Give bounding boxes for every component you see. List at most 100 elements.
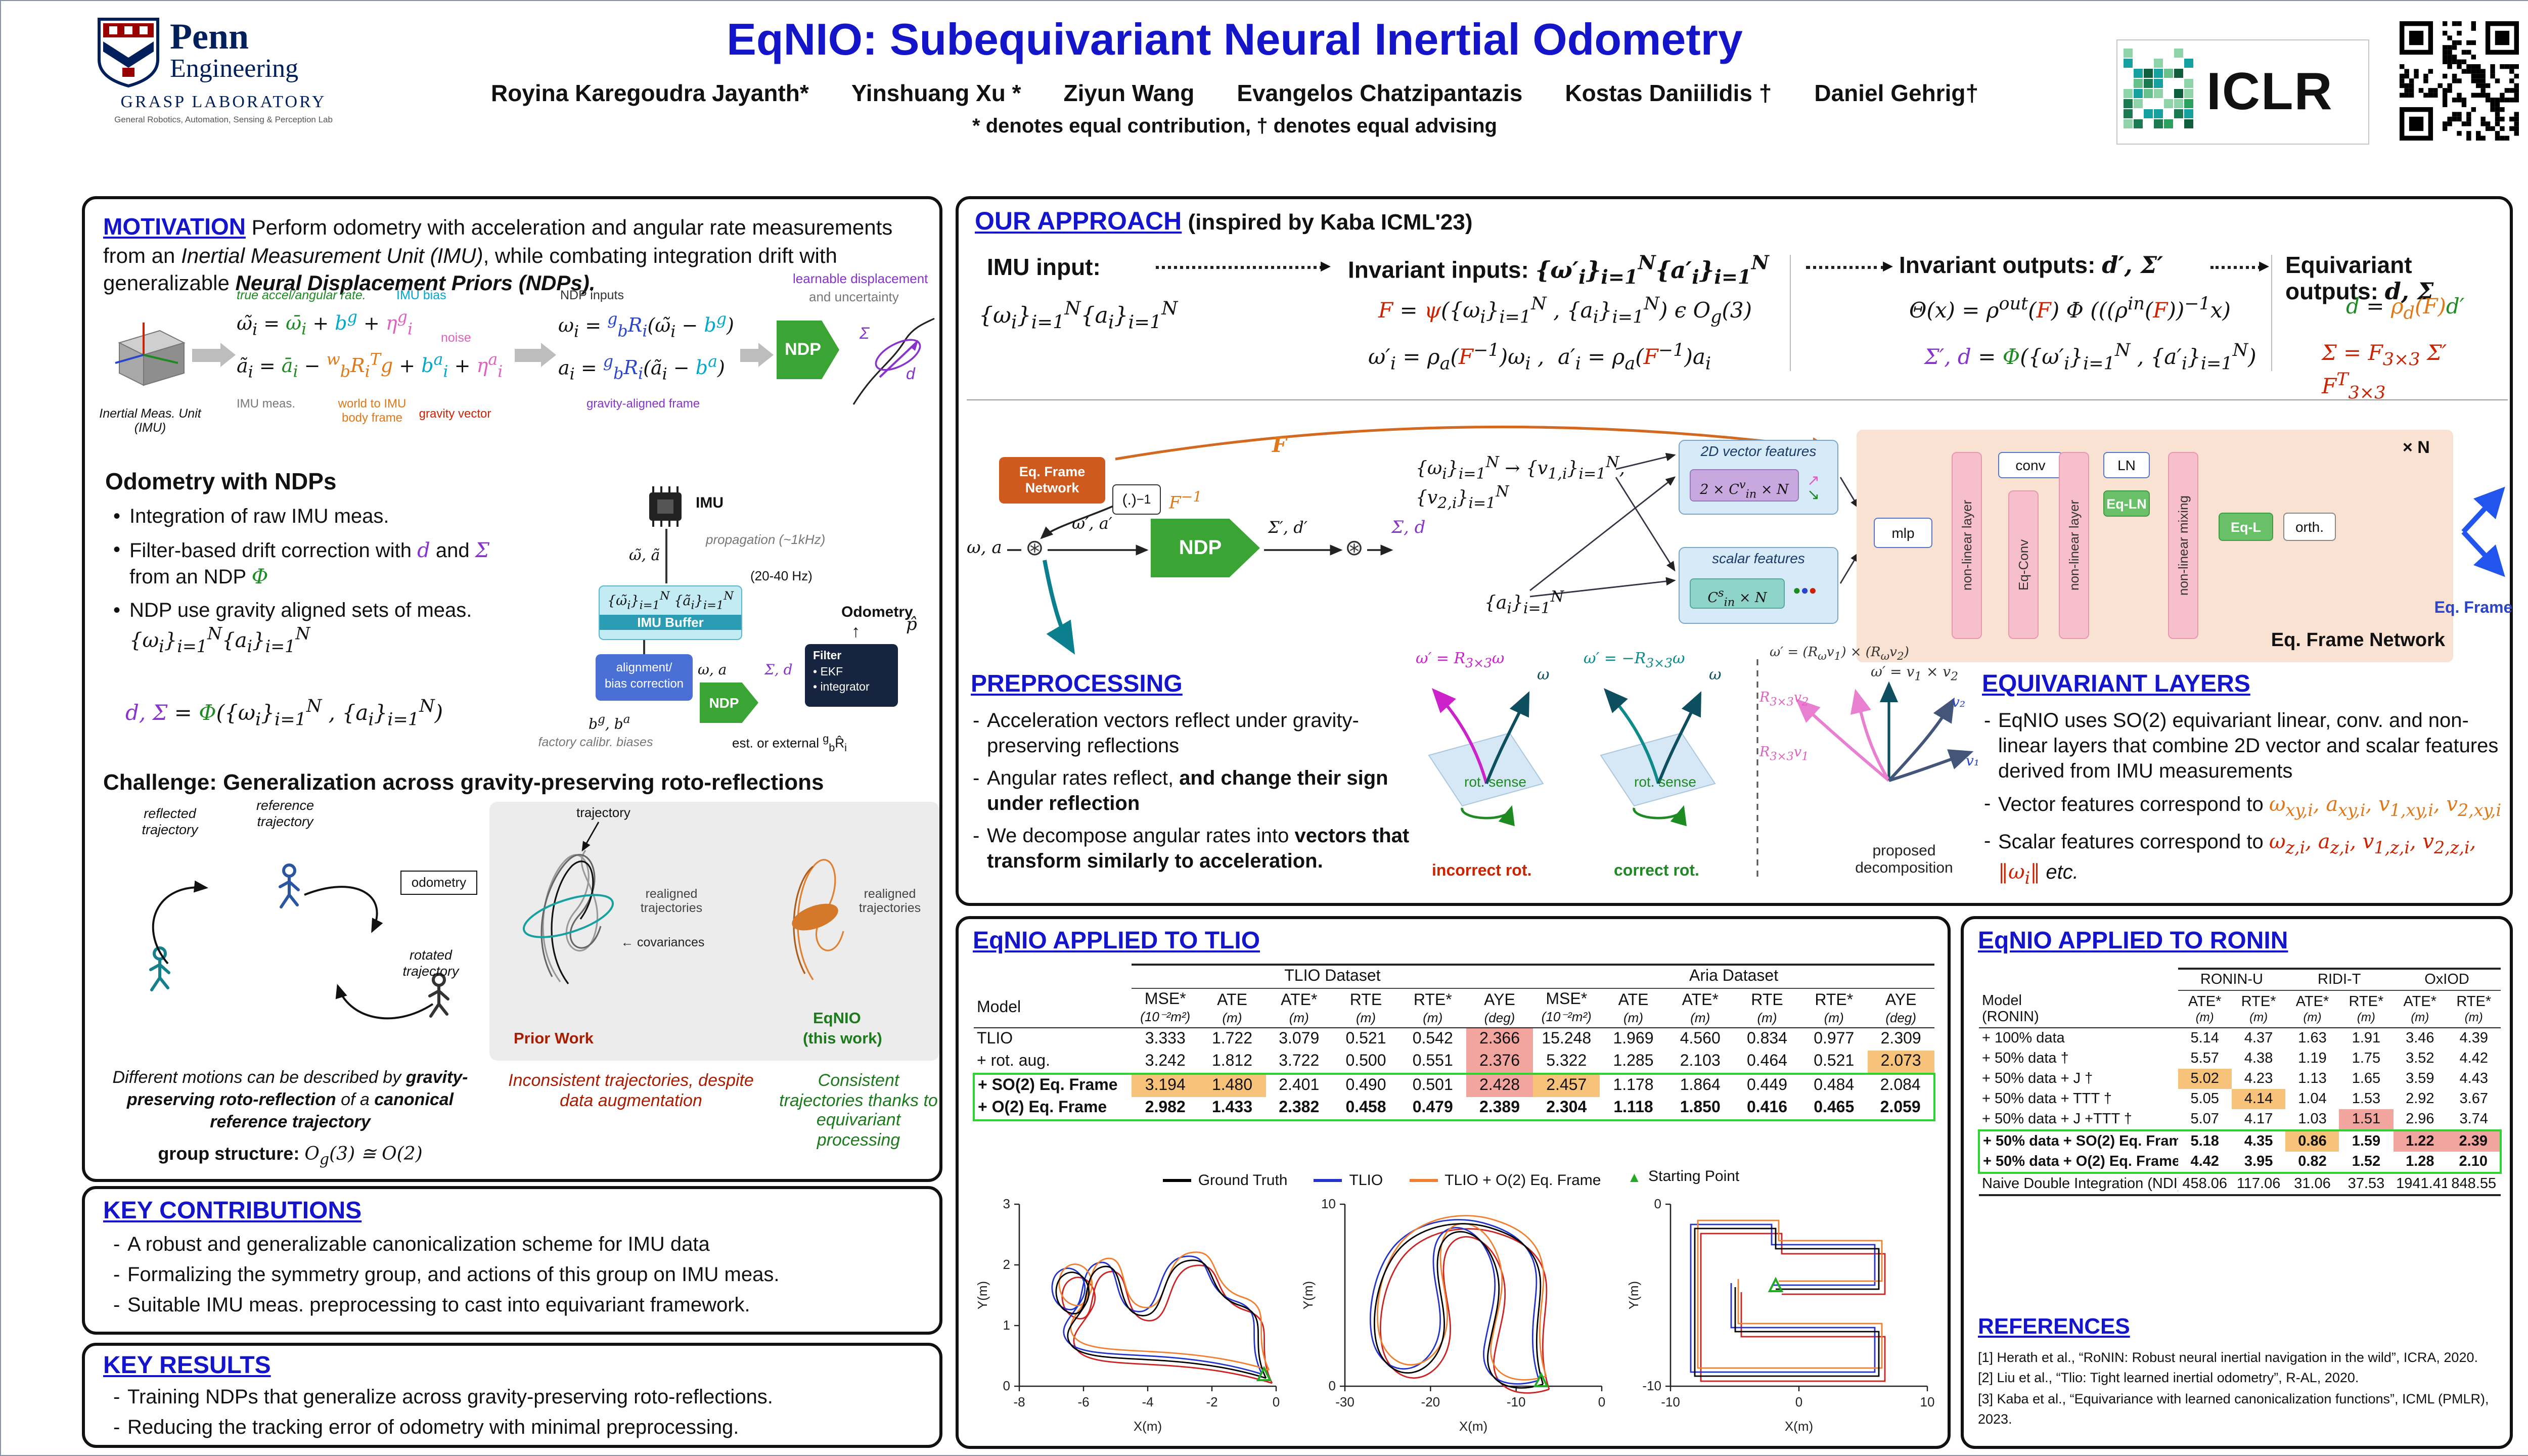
imu-input-label: IMU input:: [987, 254, 1101, 280]
ekf-label: • EKF: [813, 666, 843, 678]
column-header: RTE*(m): [1800, 988, 1868, 1028]
circled-asterisk-icon: ⊛: [1025, 535, 1044, 560]
value-cell: 1.480: [1198, 1073, 1266, 1097]
phi-equation: Σ′, d = Φ({ω′i}i=1N , {a′i}i=1N): [1924, 341, 2256, 375]
trajectory-path: [1700, 1233, 1886, 1382]
eqnio-text: Consistent trajectories thanks to equiva…: [779, 1071, 938, 1150]
value-cell: 0.542: [1412, 1030, 1453, 1048]
legend-item: ▲Starting Point: [1627, 1168, 1739, 1185]
scalar-dims: Csin × N: [1690, 578, 1785, 609]
invariant-inputs-label: Invariant inputs: {ω′i}i=1N{a′i}i=1N: [1348, 251, 1769, 289]
imu-raw-label: ω̃, ã: [629, 546, 660, 564]
ndp-block: NDP: [1151, 519, 1260, 577]
list-item: Formalizing the symmetry group, and acti…: [111, 1264, 920, 1287]
legend-label: TLIO: [1349, 1171, 1383, 1189]
reference-item: [1] Herath et al., “RoNIN: Robust neural…: [1978, 1350, 2478, 1365]
value-cell: 2.428: [1466, 1073, 1533, 1097]
line-marker-icon: [1314, 1178, 1342, 1181]
model-cell: + 50% data + O(2) Eq. Frame: [1978, 1151, 2178, 1173]
true-rate-label: true accel/angular rate.: [237, 288, 366, 302]
value-cell: 2.084: [1867, 1073, 1936, 1097]
list-item: Training NDPs that generalize across gra…: [111, 1386, 920, 1409]
model-cell: + 50% data + J +TTT †: [1982, 1111, 2132, 1127]
correct-eq-label: ω′ = −R3×3ω: [1584, 649, 1685, 670]
value-cell: 1.13: [2298, 1070, 2327, 1086]
table-group-row: TLIO Dataset Aria Dataset: [974, 964, 1934, 989]
value-cell: 1.04: [2298, 1090, 2327, 1107]
incorrect-rot-label: incorrect rot.: [1432, 862, 1532, 880]
contribution-note: * denotes equal contribution, † denotes …: [972, 115, 1497, 138]
value-cell: 1.91: [2352, 1030, 2381, 1046]
model-cell: + 100% data: [1982, 1030, 2065, 1046]
rv1-label: R3×3v1: [1759, 744, 1809, 763]
model-cell: TLIO: [977, 1030, 1013, 1048]
column-header: ATE(m): [1600, 988, 1667, 1028]
value-cell: 458.06: [2178, 1172, 2232, 1196]
value-cell: 31.06: [2285, 1172, 2339, 1196]
value-cell: 0.521: [1814, 1053, 1855, 1070]
x-axis-label: X(m): [1134, 1419, 1162, 1434]
x-tick-label: -30: [1335, 1394, 1355, 1409]
value-cell: 1.19: [2298, 1050, 2327, 1066]
reference-trajectory-label: reference trajectory: [256, 798, 314, 829]
table-header-row: Model MSE*(10⁻²m²) ATE(m) ATE*(m) RTE(m)…: [974, 988, 1934, 1028]
value-cell: 4.43: [2459, 1070, 2488, 1086]
value-cell: 4.42: [2178, 1151, 2232, 1173]
equivariant-layers-list: EqNIO uses SO(2) equivariant linear, con…: [1982, 709, 2508, 896]
column-header: Model: [974, 988, 1132, 1028]
nonlinear-layer-box: non-linear layer: [1952, 452, 1982, 639]
model-cell: + 50% data + TTT †: [1982, 1090, 2112, 1107]
value-cell: 2.982: [1132, 1097, 1199, 1121]
author: Daniel Gehrig†: [1814, 80, 1979, 106]
y-tick-label: 3: [1003, 1196, 1010, 1211]
reference-item: [3] Kaba et al., “Equivariance with lear…: [1978, 1391, 2489, 1427]
model-cell: + 50% data + J †: [1982, 1070, 2093, 1086]
motivation-box: MOTIVATION Perform odometry with acceler…: [82, 196, 942, 1182]
prior-work-label: Prior Work: [514, 1030, 594, 1048]
value-cell: 848.55: [2447, 1172, 2501, 1196]
prior-work-text: Inconsistent trajectories, despite data …: [508, 1071, 754, 1110]
x-tick-label: -10: [1507, 1394, 1526, 1409]
network-internal-box: [1857, 430, 2453, 662]
trajectory-path: [1690, 1223, 1876, 1373]
filter-label: Filter: [813, 650, 842, 662]
imu-caption: Inertial Meas. Unit (IMU): [99, 406, 201, 435]
trajectory-clusters: [522, 822, 844, 984]
eq-frame-network-box: Eq. Frame Network: [999, 457, 1105, 504]
x-axis-label: X(m): [1785, 1419, 1813, 1434]
column-header: RTE*(m): [2231, 990, 2286, 1028]
model-cell: + O(2) Eq. Frame: [972, 1097, 1132, 1121]
ndp-block: NDP: [700, 682, 758, 723]
scalar-features-label: scalar features: [1712, 550, 1805, 566]
eq-frame-network-label: Eq. Frame Network: [2271, 630, 2445, 651]
x-tick-label: -20: [1421, 1394, 1440, 1409]
divider: [1790, 255, 1791, 371]
x-tick-label: -6: [1077, 1394, 1089, 1409]
group-structure-text: group structure: Og(3) ≅ O(2): [158, 1144, 423, 1169]
ronin-table: RONIN-U RIDI-T OxIOD Model(RONIN) ATE*(m…: [1978, 968, 2502, 1196]
imu-meas-label: IMU meas.: [237, 396, 296, 411]
sigma-symbol: Σ: [859, 324, 870, 342]
value-cell: 4.42: [2459, 1050, 2488, 1066]
value-cell: 5.02: [2178, 1068, 2232, 1088]
value-cell: 2.39: [2447, 1129, 2502, 1151]
learnable-label: learnable displacement: [793, 271, 928, 286]
trajectory-figures: [97, 802, 486, 1020]
connector: [665, 529, 667, 583]
value-cell: 2.382: [1266, 1097, 1333, 1121]
f-label: F: [1272, 433, 1287, 457]
equivariant-outputs-label: Equivariant outputs: d, Σ: [2285, 252, 2434, 306]
rotated-trajectory-label: rotated trajectory: [402, 947, 459, 979]
eq-ln-box: Eq-LN: [2103, 490, 2150, 517]
column-header: RTE*(m): [2447, 990, 2501, 1028]
references-heading: REFERENCES: [1978, 1313, 2130, 1339]
value-cell: 1.812: [1211, 1053, 1253, 1070]
imu-buffer-box: {ω̃i}i=1N {ãi}i=1N IMU Buffer: [599, 585, 742, 640]
approach-subheading: (inspired by Kaba ICML'23): [1182, 209, 1473, 235]
x-tick-label: -4: [1142, 1394, 1153, 1409]
value-cell: 2.389: [1466, 1097, 1533, 1121]
value-cell: 2.304: [1533, 1097, 1600, 1121]
